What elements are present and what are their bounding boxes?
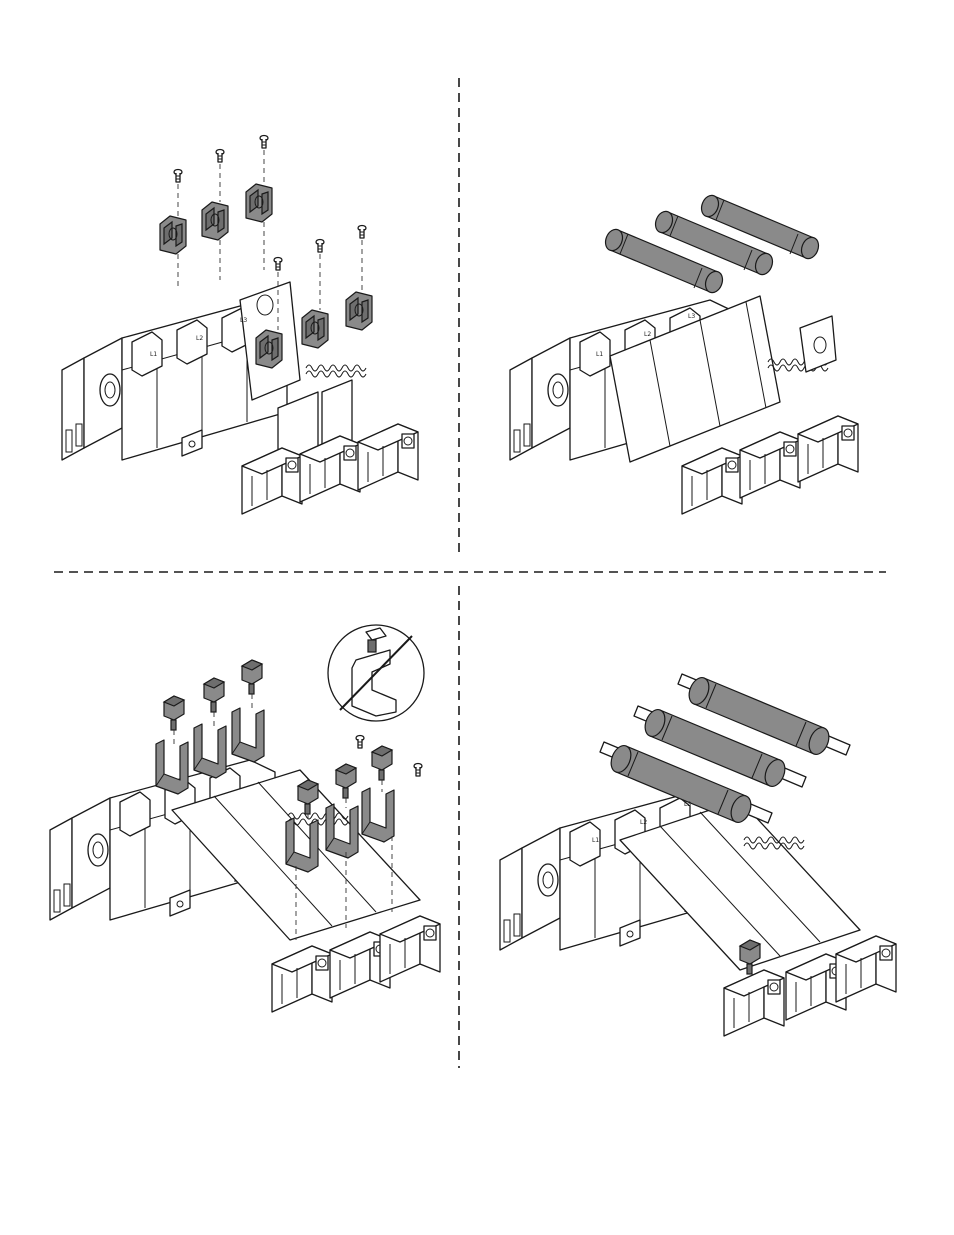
lug-connector <box>336 764 356 798</box>
pole-label: L1 <box>150 351 157 358</box>
terminal-block <box>358 424 418 490</box>
fuse-clip <box>160 216 186 254</box>
screw <box>216 150 224 163</box>
terminal-block <box>836 936 896 1002</box>
screw <box>356 736 364 749</box>
mechanism-plate <box>800 316 836 372</box>
screw <box>174 170 182 183</box>
terminal-block <box>798 416 858 482</box>
lug-connector <box>372 746 392 780</box>
lug-connector <box>204 678 224 712</box>
u-clip <box>194 724 226 778</box>
pole-label: L3 <box>684 801 691 808</box>
screw <box>358 226 366 239</box>
fuse-clip <box>346 292 372 330</box>
terminal-block <box>740 432 800 498</box>
pole-label: L2 <box>196 335 203 342</box>
fuse-clip <box>202 202 228 240</box>
screw <box>260 136 268 149</box>
panel-top-left: L1 L2 L3 <box>62 136 418 515</box>
screw <box>274 258 282 271</box>
panel-bottom-left <box>50 625 440 1012</box>
pole-label: L1 <box>592 837 599 844</box>
screw <box>414 764 422 777</box>
fuse-clip <box>246 184 272 222</box>
pole-label: L2 <box>644 331 651 338</box>
pole-label: L3 <box>688 313 695 320</box>
fuse-clip <box>302 310 328 348</box>
screw <box>316 240 324 253</box>
fuse-clip <box>256 330 282 368</box>
terminal-block <box>724 970 784 1036</box>
terminal-block <box>380 916 440 982</box>
pole-label: L3 <box>240 317 247 324</box>
lug-connector <box>164 696 184 730</box>
panel-bottom-right: L1 L2 L3 <box>500 674 896 1036</box>
u-clip <box>362 788 394 842</box>
terminal-block <box>242 448 302 514</box>
pole-label: L2 <box>640 819 647 826</box>
u-clip <box>232 708 264 762</box>
u-clip <box>156 740 188 794</box>
do-not-install-callout <box>328 625 424 721</box>
terminal-block <box>682 448 742 514</box>
lug-connector <box>242 660 262 694</box>
pole-label: L1 <box>596 351 603 358</box>
panel-top-right: L1 L2 L3 <box>510 193 858 514</box>
terminal-block <box>272 946 332 1012</box>
